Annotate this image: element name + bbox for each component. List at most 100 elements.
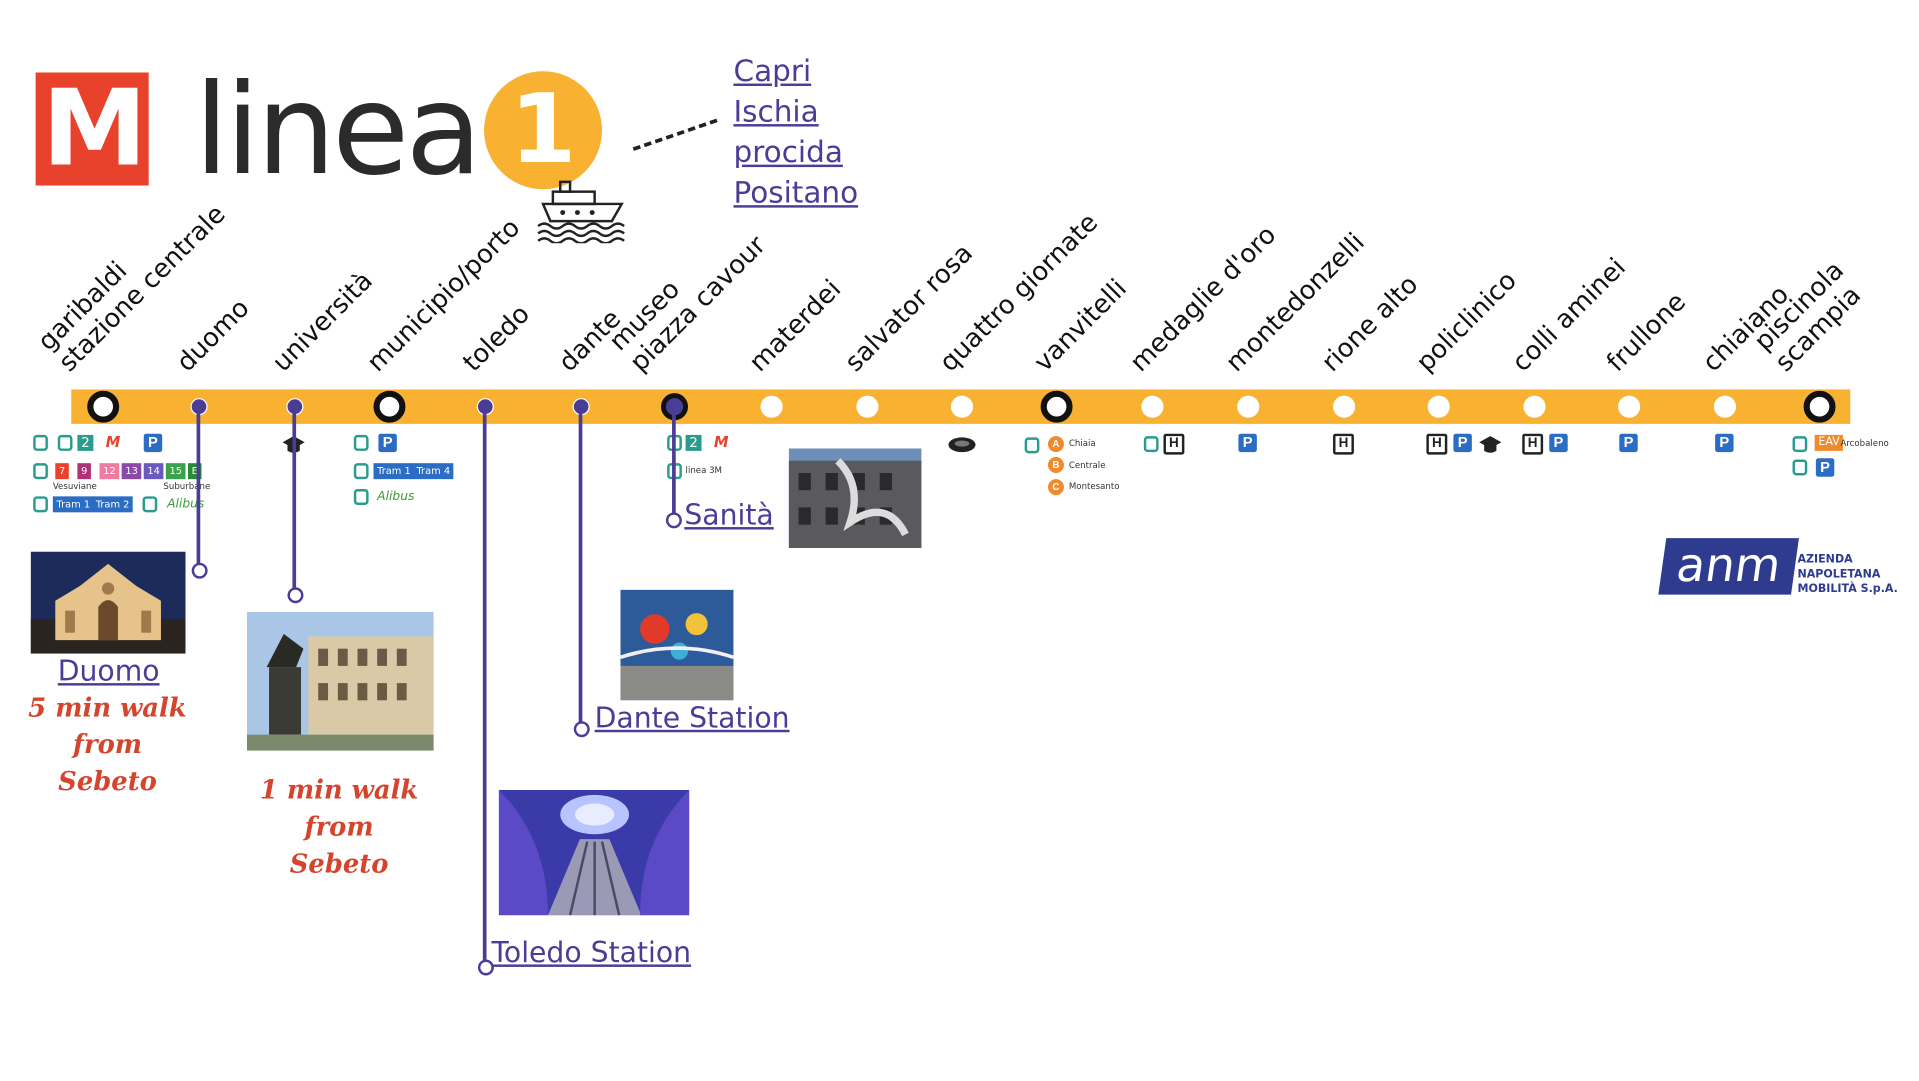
- metro-logo-small: M: [105, 433, 121, 451]
- bus-3m-label: linea 3M: [685, 465, 722, 476]
- materdei-street-art-image: [788, 448, 922, 548]
- parking-icon: P: [1619, 433, 1638, 453]
- parking-icon: P: [378, 433, 397, 453]
- tram-icon: [353, 463, 369, 480]
- station-name: quattro giornate: [934, 208, 1104, 378]
- station-stop: [1713, 395, 1737, 418]
- station-name-line1: vanvitelli: [1028, 273, 1133, 378]
- duomo-cathedral-image: [30, 551, 186, 654]
- duomo-link[interactable]: Duomo: [57, 656, 160, 689]
- graduation-cap-icon: [1479, 436, 1502, 453]
- anm-logo: anm: [1658, 538, 1799, 595]
- line2-badge: 2: [685, 434, 702, 451]
- station-stop: [1141, 395, 1164, 418]
- tram-1-badge: Tram 1: [373, 463, 415, 480]
- parking-icon: P: [1815, 458, 1835, 477]
- arcobaleno-label: Arcobaleno: [1840, 438, 1889, 449]
- operator-name: AZIENDA NAPOLETANA MOBILITÀ S.p.A.: [1797, 554, 1898, 596]
- line-tag-13: 13: [121, 463, 142, 480]
- ferry-link-procida[interactable]: procida: [733, 135, 843, 170]
- tram-1-badge: Tram 1: [52, 496, 94, 513]
- sanita-endpoint: [665, 512, 682, 529]
- station-stop: [856, 395, 879, 418]
- metro-logo-small: M: [713, 433, 729, 451]
- funicular-montesanto-label: Montesanto: [1068, 481, 1120, 492]
- hospital-icon: H: [1163, 433, 1185, 455]
- toledo-endpoint: [477, 959, 494, 976]
- station-name: frullone: [1601, 287, 1691, 377]
- bus-icon: [57, 434, 73, 451]
- station-stop: [87, 390, 120, 423]
- line-tag-12: 12: [99, 463, 120, 480]
- funicular-c-icon: C: [1047, 479, 1064, 496]
- parking-icon: P: [1549, 433, 1568, 453]
- station-stop: [1333, 395, 1356, 418]
- tram-4-badge: Tram 4: [412, 463, 454, 480]
- train-icon: [33, 463, 48, 480]
- toledo-connector: [482, 407, 487, 964]
- universita-endpoint: [287, 587, 304, 604]
- hospital-icon: H: [1522, 433, 1544, 455]
- ferry-link-positano[interactable]: Positano: [733, 175, 859, 211]
- toledo-station-image: [498, 789, 690, 916]
- dante-station-artwork-image: [620, 589, 734, 701]
- ferry-icon: [537, 180, 625, 244]
- sanita-link[interactable]: Sanità: [684, 500, 774, 532]
- station-stop: [760, 395, 783, 418]
- station-name-line1: toledo: [457, 298, 536, 378]
- line-number-badge: 1: [484, 71, 603, 190]
- bus-icon: [1792, 436, 1808, 453]
- station-name-line1: università: [266, 265, 379, 378]
- sanita-connector: [672, 407, 676, 518]
- duomo-connector: [196, 407, 201, 567]
- station-name-line1: frullone: [1600, 286, 1692, 378]
- line-title: linea: [194, 57, 482, 204]
- station-stop: [1427, 395, 1450, 418]
- bus-icon: [142, 496, 158, 513]
- train-icon: [33, 434, 48, 451]
- parking-icon: P: [143, 433, 163, 453]
- alibus-badge: Alibus: [377, 490, 415, 504]
- hospital-icon: H: [1426, 433, 1448, 455]
- tram-icon: [33, 496, 48, 513]
- funicular-centrale-label: Centrale: [1068, 460, 1106, 471]
- funicular-chiaia-label: Chiaia: [1068, 438, 1096, 449]
- vesuviane-label: Vesuviane: [52, 481, 97, 492]
- ferry-route-dash: [632, 118, 718, 151]
- bus-icon: [1792, 459, 1808, 476]
- station-stop: [1803, 390, 1836, 423]
- parking-icon: P: [1715, 433, 1734, 453]
- toledo-station-link[interactable]: Toledo Station: [491, 937, 692, 970]
- universita-building-image: [246, 611, 434, 751]
- dante-endpoint: [573, 721, 590, 738]
- station-name-line1: materdei: [743, 273, 847, 378]
- line2-badge: 2: [77, 434, 94, 451]
- line-tag-15: 15: [165, 463, 186, 480]
- funicular-a-icon: A: [1047, 436, 1064, 453]
- station-stop: [373, 390, 406, 423]
- duomo-walk-note: 5 min walk from Sebeto: [28, 691, 187, 797]
- tram-2-badge: Tram 2: [92, 496, 134, 513]
- universita-connector: [292, 407, 297, 591]
- station-name: policlinico: [1410, 265, 1522, 377]
- ferry-link-capri[interactable]: Capri: [733, 54, 812, 89]
- dante-station-link[interactable]: Dante Station: [594, 702, 790, 735]
- suburbane-label: Suburbane: [163, 481, 211, 492]
- station-name: università: [267, 266, 378, 377]
- eav-badge: EAV: [1814, 434, 1844, 451]
- bus-icon: [353, 488, 369, 505]
- parking-icon: P: [1238, 433, 1257, 453]
- funicular-icon: [1024, 437, 1040, 454]
- hospital-icon: H: [1333, 433, 1354, 455]
- line-tag-9: 9: [77, 463, 92, 480]
- ferry-link-ischia[interactable]: Ischia: [733, 94, 819, 130]
- funicular-b-icon: B: [1047, 457, 1064, 474]
- bus-icon: [1143, 436, 1159, 453]
- station-name: duomo: [171, 293, 255, 377]
- stadium-icon: [948, 437, 976, 453]
- station-name-line1: duomo: [170, 293, 255, 378]
- parking-icon: P: [1453, 433, 1472, 453]
- alibus-badge: Alibus: [167, 497, 205, 512]
